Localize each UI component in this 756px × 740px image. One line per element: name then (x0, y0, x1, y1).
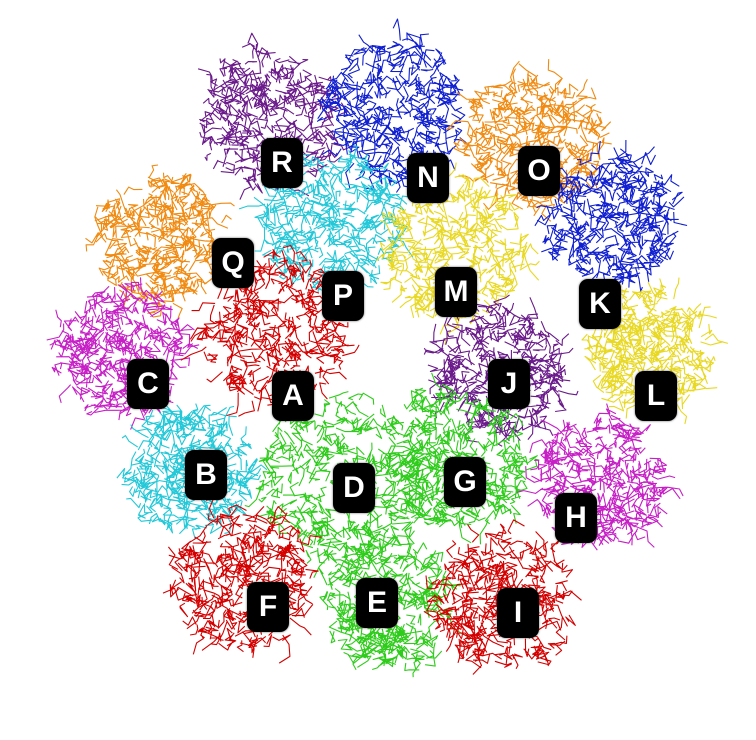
chain-m-sticks (375, 162, 540, 345)
chain-label-m: M (435, 267, 477, 317)
chain-label-q: Q (212, 238, 254, 288)
chain-label-i: I (497, 588, 539, 638)
chain-label-b: B (185, 450, 227, 500)
chain-label-p: P (322, 271, 364, 321)
chain-label-o: O (518, 146, 560, 196)
chain-label-d: D (333, 463, 375, 513)
chain-label-c: C (127, 359, 169, 409)
chain-label-f: F (247, 582, 289, 632)
chain-label-a: A (272, 371, 314, 421)
chain-o-sticks (446, 59, 612, 222)
chain-label-j: J (488, 359, 530, 409)
chain-label-e: E (356, 578, 398, 628)
chain-label-l: L (635, 371, 677, 421)
chain-label-h: H (555, 493, 597, 543)
chain-label-n: N (407, 153, 449, 203)
chain-n-sticks (316, 18, 467, 193)
chain-label-r: R (261, 138, 303, 188)
chain-label-k: K (579, 279, 621, 329)
chain-label-g: G (444, 457, 486, 507)
chain-c-sticks (46, 277, 200, 430)
chain-i-sticks (423, 519, 582, 675)
chain-h-sticks (517, 403, 684, 551)
